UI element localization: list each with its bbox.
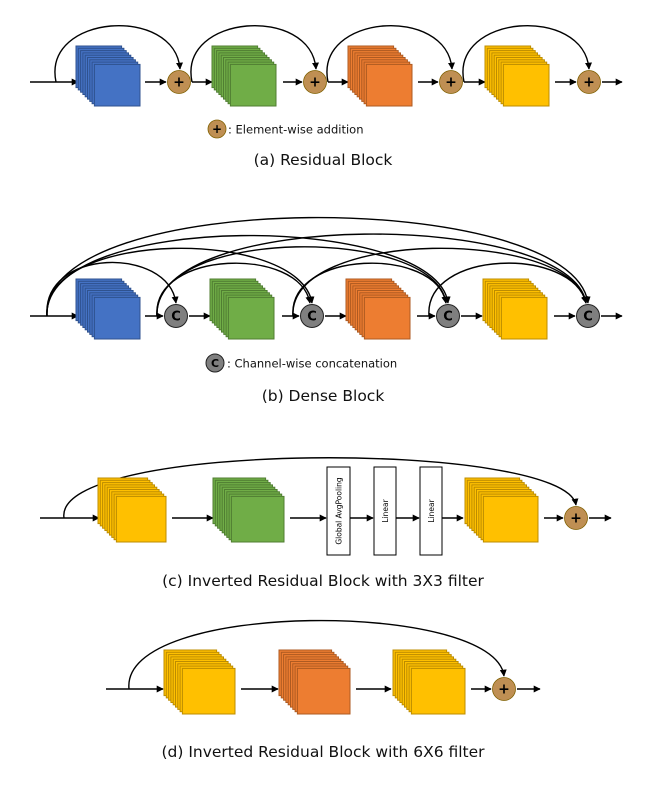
legend-addition-icon — [207, 119, 227, 139]
addition-op: + — [303, 70, 327, 94]
svg-text:C: C — [171, 310, 181, 325]
feature-map-layer — [227, 296, 275, 340]
panel-a-feature-block-blue — [75, 45, 141, 107]
caption-c: (c) Inverted Residual Block with 3X3 fil… — [162, 572, 484, 590]
feature-map-layer — [296, 667, 351, 715]
svg-text:+: + — [309, 75, 321, 91]
svg-text:+: + — [173, 75, 185, 91]
feature-map-layer — [229, 63, 277, 107]
addition-op: + — [439, 70, 463, 94]
panel-d-feature-block-yellow-out — [392, 649, 466, 715]
svg-text:+: + — [212, 122, 222, 136]
layer-linear: Linear — [419, 466, 443, 556]
concat-op: C — [300, 304, 324, 328]
concat-op: C — [576, 304, 600, 328]
layer-global-avg-pooling: Global AvgPooling — [326, 466, 351, 556]
feature-map-layer — [363, 296, 411, 340]
svg-text:+: + — [498, 682, 510, 698]
panel-c-inverted-residual-3x3: Global AvgPooling Linear Linear + (c) In… — [40, 457, 612, 590]
svg-text:+: + — [583, 75, 595, 91]
svg-text:C: C — [443, 310, 453, 325]
panel-b-feature-block-orange — [345, 278, 411, 340]
svg-text:Linear: Linear — [381, 498, 390, 522]
feature-map-layer — [502, 63, 550, 107]
concat-op: C — [436, 304, 460, 328]
feature-map-layer — [181, 667, 236, 715]
caption-a: (a) Residual Block — [254, 151, 393, 169]
feature-map-layer — [93, 296, 141, 340]
layer-linear: Linear — [373, 466, 397, 556]
addition-op: + — [492, 677, 516, 701]
concat-op: C — [164, 304, 188, 328]
legend-concatenation-label: : Channel-wise concatenation — [227, 357, 397, 371]
panel-b-dense-block: C C C C C : Channel-wise concatenation (… — [30, 216, 623, 405]
panel-a-wires — [30, 24, 623, 86]
feature-map-layer — [115, 495, 167, 543]
panel-a-feature-block-orange — [347, 45, 413, 107]
caption-d: (d) Inverted Residual Block with 6X6 fil… — [161, 743, 485, 761]
panel-b-feature-block-yellow — [482, 278, 548, 340]
feature-map-layer — [365, 63, 413, 107]
feature-map-layer — [410, 667, 466, 715]
feature-map-layer — [500, 296, 548, 340]
panel-c-feature-block-yellow-out — [464, 477, 539, 543]
panel-c-feature-block-green — [212, 477, 285, 543]
svg-text:C: C — [211, 357, 219, 370]
legend-concat-icon — [205, 353, 225, 373]
svg-text:C: C — [307, 310, 317, 325]
panel-d-wires — [106, 619, 541, 693]
svg-text:+: + — [570, 511, 582, 527]
addition-op: + — [564, 506, 588, 530]
caption-b: (b) Dense Block — [262, 387, 385, 405]
panel-d-inverted-residual-6x6: + (d) Inverted Residual Block with 6X6 f… — [106, 619, 541, 761]
addition-op: + — [167, 70, 191, 94]
panel-d-feature-block-yellow-in — [163, 649, 236, 715]
svg-text:Linear: Linear — [427, 498, 436, 522]
panel-a-feature-block-yellow — [484, 45, 550, 107]
panel-d-feature-block-orange — [278, 649, 351, 715]
panel-b-feature-block-blue — [75, 278, 141, 340]
legend-addition: + : Element-wise addition — [207, 119, 363, 139]
panel-b-feature-block-green — [209, 278, 275, 340]
legend-addition-label: : Element-wise addition — [228, 123, 363, 137]
panel-c-wires — [40, 457, 612, 522]
addition-op: + — [577, 70, 601, 94]
panel-c-feature-block-yellow-in — [97, 477, 167, 543]
feature-map-layer — [482, 495, 539, 543]
svg-text:C: C — [583, 310, 593, 325]
panel-b-wires — [30, 216, 623, 320]
legend-concatenation: C : Channel-wise concatenation — [205, 353, 397, 373]
feature-map-layer — [93, 63, 141, 107]
panel-a-residual-block: + + + + + : Element-wise addition (a) Re… — [30, 24, 623, 169]
panel-a-feature-block-green — [211, 45, 277, 107]
feature-map-layer — [230, 495, 285, 543]
svg-text:+: + — [445, 75, 457, 91]
svg-text:Global AvgPooling: Global AvgPooling — [335, 477, 344, 545]
